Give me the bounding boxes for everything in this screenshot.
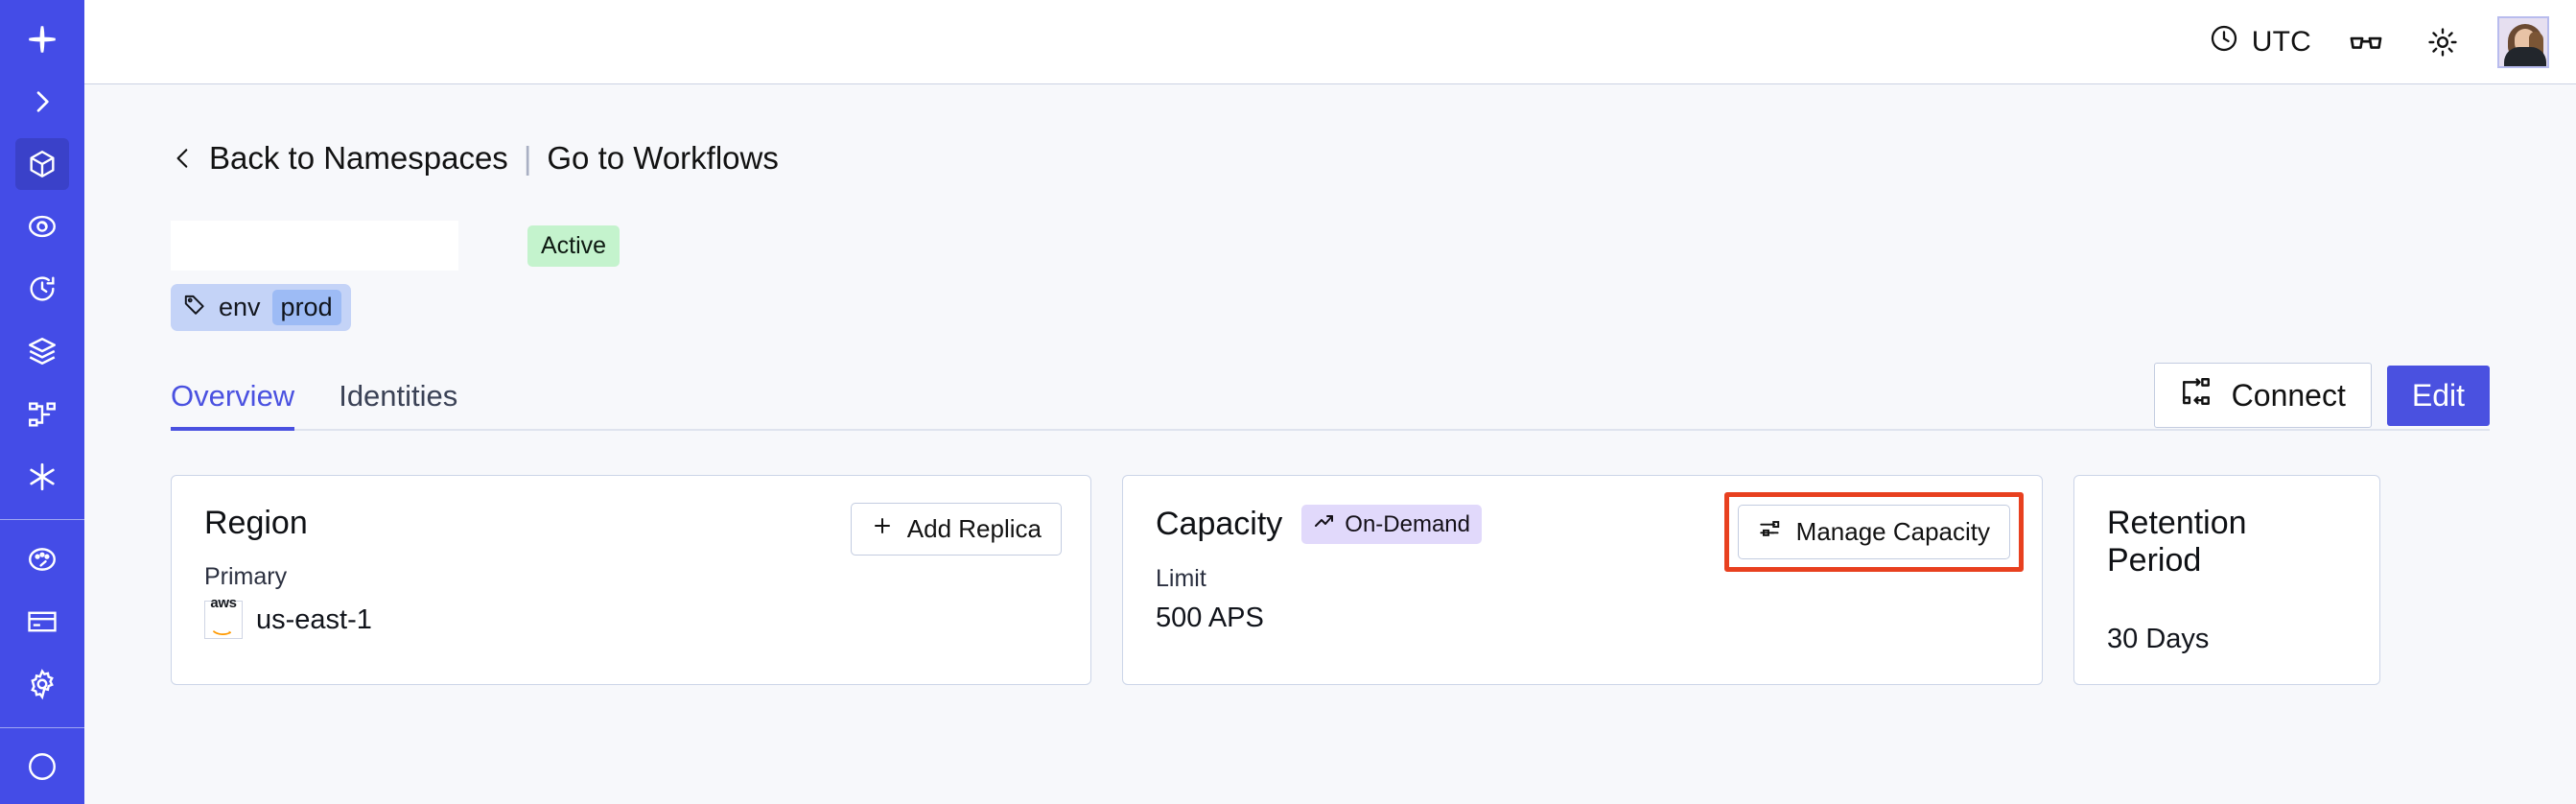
avatar-body [2504,46,2546,66]
tab-identities[interactable]: Identities [339,379,458,413]
connect-flow-icon [2180,375,2213,415]
sidebar-item-billing[interactable] [15,597,69,648]
main-area: UTC [84,0,2576,804]
timezone-selector[interactable]: UTC [2209,23,2311,61]
manage-capacity-highlight: Manage Capacity [1723,492,2024,572]
chevron-left-icon[interactable] [171,143,196,174]
tag-key: env [219,293,261,321]
page-content: Back to Namespaces | Go to Workflows Act… [84,84,2576,804]
breadcrumb-back-link[interactable]: Back to Namespaces [209,140,508,176]
timezone-label: UTC [2251,25,2311,58]
tab-bar: Overview Identities [171,379,2490,431]
sun-icon[interactable] [2421,20,2465,64]
aws-logo-icon: aws [204,596,243,639]
tab-overview[interactable]: Overview [171,379,295,431]
manage-capacity-label: Manage Capacity [1795,517,1990,546]
region-card: Region Add Replica Primary aws [171,475,1091,685]
tag-icon [182,292,207,323]
clock-icon [2209,23,2239,61]
region-card-header: Region [204,505,1058,542]
status-badge: Active [527,225,621,267]
retention-card-header: Retention Period [2107,505,2347,579]
plus-icon [871,514,894,544]
region-card-title: Region [204,505,308,541]
avatar[interactable] [2497,15,2549,68]
topbar: UTC [84,0,2576,84]
trending-up-icon [1313,509,1336,539]
overview-cards: Region Add Replica Primary aws [171,475,2490,685]
tag-value: prod [271,290,341,325]
manage-capacity-button[interactable]: Manage Capacity [1737,505,2010,559]
on-demand-badge: On-Demand [1301,505,1483,544]
temporal-star-logo-icon[interactable] [15,13,69,64]
tag-env[interactable]: env prod [171,284,351,331]
capacity-card-title: Capacity [1156,506,1283,542]
retention-card: Retention Period 30 Days [2073,475,2380,685]
sidebar-item-observability[interactable] [15,201,69,252]
header-actions: Connect Edit [2153,363,2490,428]
sidebar-item-batch-operations[interactable] [15,326,69,377]
breadcrumb: Back to Namespaces | Go to Workflows [171,140,2490,177]
sidebar-item-workflows[interactable] [15,389,69,439]
page-title-redacted [171,221,458,271]
sidebar-item-schedules[interactable] [15,264,69,315]
sidebar-item-namespaces[interactable] [15,138,69,190]
sidebar-item-usage[interactable] [15,533,69,584]
namespace-title-row: Active [171,219,2490,272]
retention-card-title: Retention Period [2107,505,2247,579]
sidebar-divider-bottom [0,726,84,728]
capacity-card-header: Capacity On-Demand [1156,505,2009,544]
region-sub-label: Primary [204,563,288,590]
connect-button[interactable]: Connect [2153,363,2372,428]
breadcrumb-separator: | [523,140,532,176]
sliders-icon [1758,516,1783,548]
sidebar-item-nexus[interactable] [15,451,69,502]
capacity-value: 500 APS [1156,603,1264,633]
sidebar-divider [0,519,84,521]
retention-value: 30 Days [2107,624,2210,654]
breadcrumb-workflows-link[interactable]: Go to Workflows [547,140,779,176]
namespace-tags: env prod [171,284,2490,331]
add-replica-label: Add Replica [906,514,1042,543]
region-value: us-east-1 [256,603,372,635]
sidebar-item-help[interactable] [15,742,69,792]
edit-button[interactable]: Edit [2386,365,2490,426]
sidebar-item-expand[interactable] [15,76,69,127]
glasses-icon[interactable] [2344,20,2388,64]
sidebar-item-settings[interactable] [15,659,69,710]
capacity-sub-label: Limit [1156,565,1206,592]
on-demand-label: On-Demand [1345,510,1471,537]
capacity-card: Capacity On-Demand [1122,475,2043,685]
sidebar [0,0,84,804]
region-value-row: aws us-east-1 [204,596,1058,639]
add-replica-button[interactable]: Add Replica [850,503,1062,556]
connect-label: Connect [2231,377,2346,413]
